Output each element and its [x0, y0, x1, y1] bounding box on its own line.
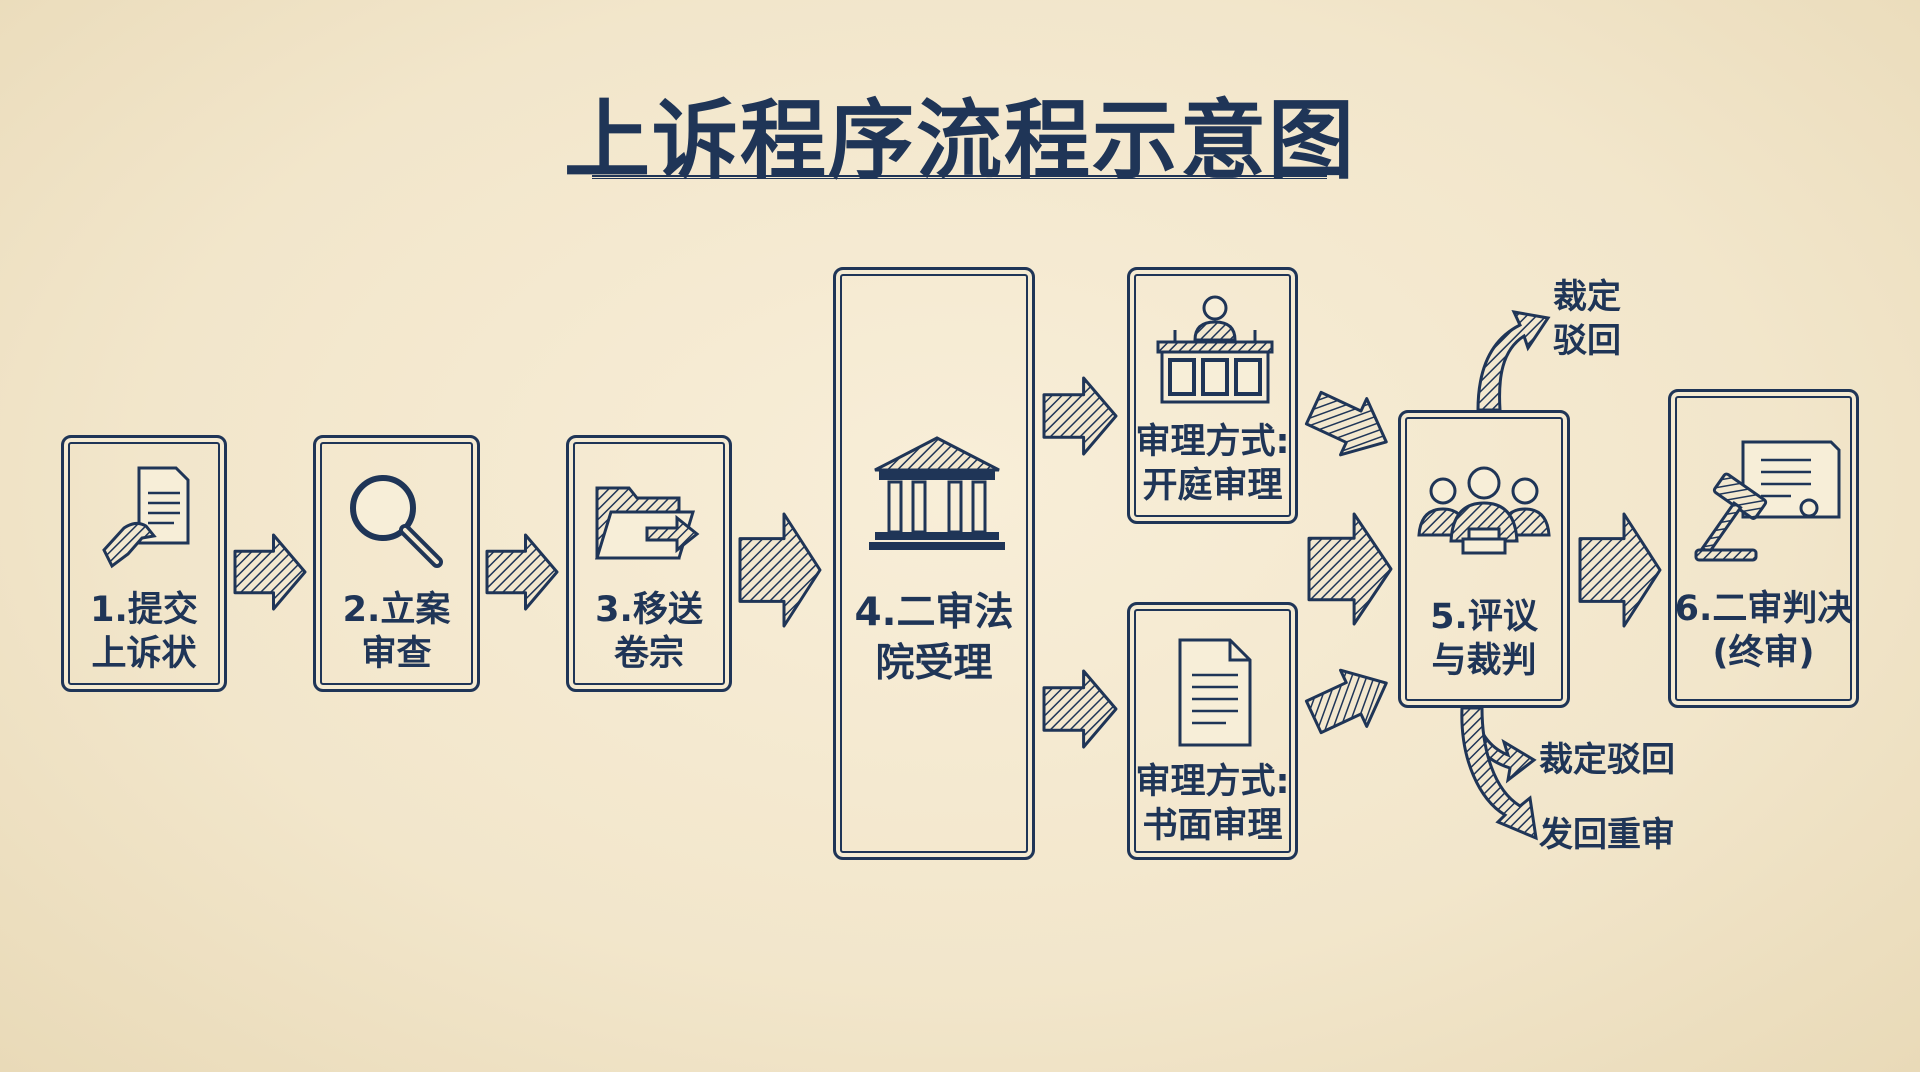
arrow-step4-to-oral — [1042, 376, 1118, 456]
step-5-label-line2: 与裁判 — [1431, 641, 1537, 681]
arrow-oral-to-step5 — [1304, 390, 1388, 457]
step-6-label-line1: 6.二审判决 — [1674, 589, 1853, 629]
arrow-step5-to-step6 — [1578, 512, 1662, 628]
arrow-center-to-step5 — [1307, 512, 1393, 626]
hearing-written-label-line2: 书面审理 — [1142, 806, 1283, 846]
step-6-label-line2: (终审) — [1712, 633, 1815, 673]
judges-panel-icon — [1417, 466, 1551, 555]
step-3-box: 3.移送 卷宗 — [566, 435, 732, 692]
step-4-box: 4.二审法 院受理 — [833, 267, 1035, 860]
step-2-label-line1: 2.立案 — [342, 590, 451, 630]
page-title: 上诉程序流程示意图 — [564, 91, 1356, 191]
step-3-label-line2: 卷宗 — [613, 634, 684, 674]
curved-arrow-up-ruling — [1476, 310, 1551, 412]
step-4-label-line1: 4.二审法 — [854, 590, 1014, 635]
step-2-box: 2.立案 审查 — [313, 435, 480, 692]
arrow-step4-to-written — [1042, 669, 1118, 749]
document-icon — [1178, 638, 1252, 747]
outcome-top-line1: 裁定 — [1553, 277, 1621, 317]
step-5-label-line1: 5.评议 — [1430, 597, 1538, 637]
hearing-written-box: 审理方式: 书面审理 — [1127, 602, 1298, 860]
step-1-box: 1.提交 上诉状 — [61, 435, 227, 692]
arrow-step2-to-step3 — [485, 533, 559, 611]
step-4-label-line2: 院受理 — [875, 641, 993, 686]
courtroom-bench-icon — [1156, 295, 1274, 404]
arrow-step3-to-step4 — [738, 512, 822, 628]
courthouse-icon — [869, 436, 1005, 550]
outcome-top-line2: 驳回 — [1553, 321, 1621, 361]
arrow-step1-to-step2 — [233, 533, 307, 611]
hand-document-icon — [102, 466, 190, 569]
hearing-oral-box: 审理方式: 开庭审理 — [1127, 267, 1298, 524]
hearing-written-label-line1: 审理方式: — [1135, 762, 1290, 802]
hearing-oral-label-line1: 审理方式: — [1135, 422, 1290, 462]
step-6-box: 6.二审判决 (终审) — [1668, 389, 1859, 708]
step-1-label-line2: 上诉状 — [91, 634, 197, 674]
step-3-label-line1: 3.移送 — [595, 590, 703, 630]
folder-transfer-icon — [594, 486, 700, 560]
magnifier-icon — [350, 475, 443, 568]
hearing-oral-label-line2: 开庭审理 — [1142, 466, 1283, 506]
outcome-ruling-dismiss: 裁定驳回 — [1539, 740, 1675, 780]
outcome-remand-retrial: 发回重审 — [1539, 815, 1675, 855]
title-underline — [592, 175, 1327, 179]
arrow-written-to-step5 — [1304, 668, 1388, 735]
curved-arrow-down-retrial — [1460, 706, 1538, 841]
step-2-label-line2: 审查 — [361, 634, 432, 674]
step-5-box: 5.评议 与裁判 — [1398, 410, 1570, 708]
gavel-verdict-icon — [1694, 440, 1841, 562]
step-1-label-line1: 1.提交 — [90, 590, 198, 630]
